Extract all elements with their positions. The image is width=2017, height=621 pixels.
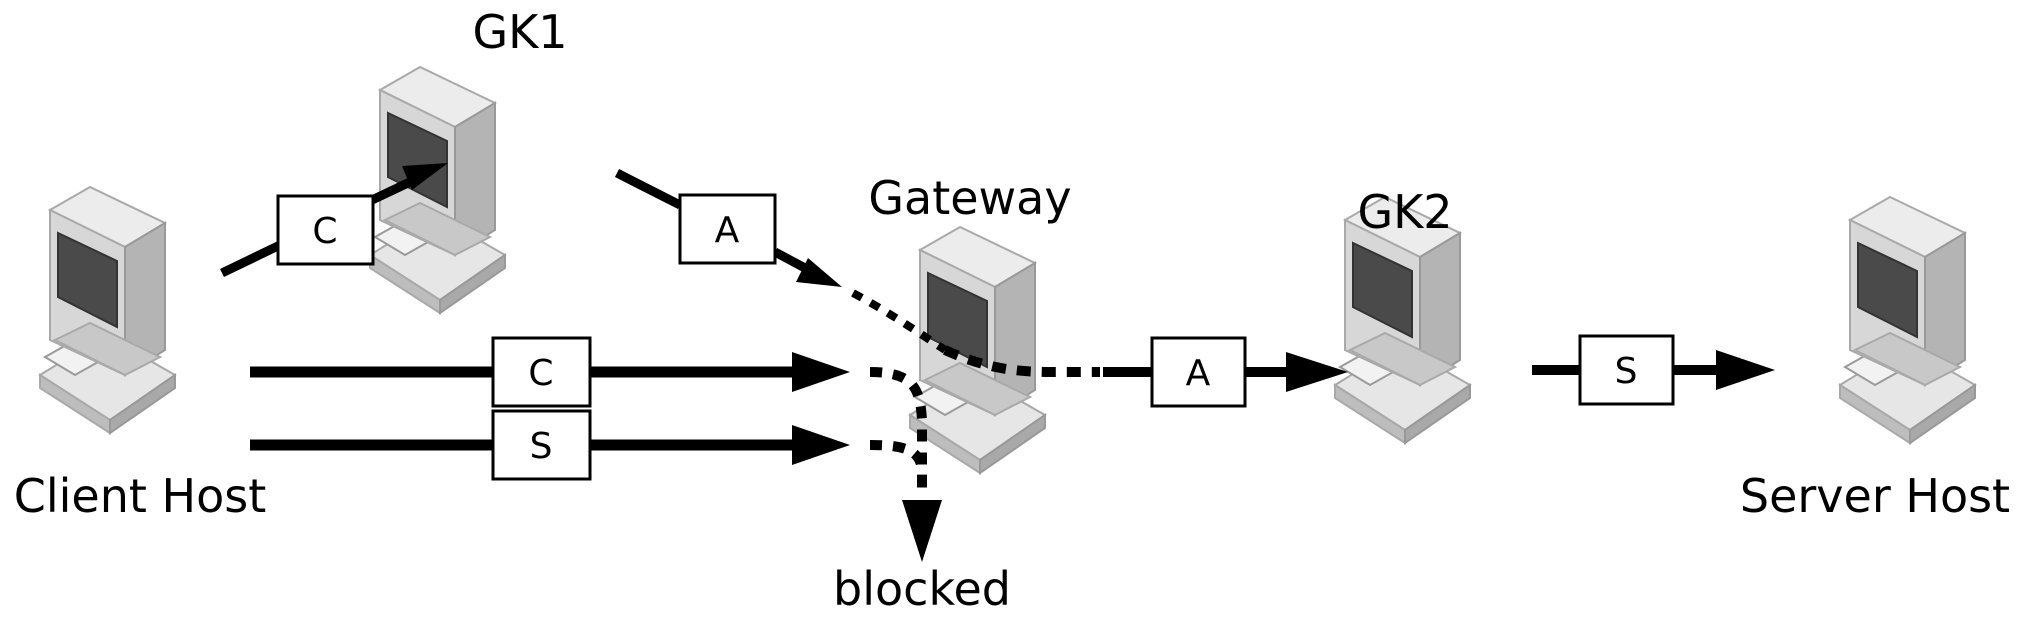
server-host-label: Server Host <box>1740 469 2010 523</box>
gk2-to-server-arrow <box>1532 350 1775 390</box>
packet-a-to-gateway: A <box>678 193 777 265</box>
gk1-label: GK1 <box>472 5 567 59</box>
gk1-to-gateway-arrow <box>614 168 948 354</box>
svg-text:C: C <box>528 353 553 394</box>
gateway-to-gk2-arrow <box>942 345 1348 392</box>
server-host-computer-icon <box>1839 196 1976 444</box>
gateway-computer-icon <box>909 226 1046 474</box>
svg-text:C: C <box>312 211 337 252</box>
packet-c-to-gk1: C <box>276 194 375 266</box>
client-to-gk1-arrow <box>220 163 448 278</box>
client-host-computer-icon <box>39 186 176 434</box>
blocked-label: blocked <box>833 562 1011 616</box>
svg-text:S: S <box>530 426 553 467</box>
svg-text:A: A <box>1186 353 1211 394</box>
client-c-direct-arrow <box>250 352 850 392</box>
packet-a-to-gk2: A <box>1150 336 1247 408</box>
packet-s-to-server: S <box>1578 334 1675 406</box>
svg-text:S: S <box>1615 351 1638 392</box>
blocked-paths <box>869 367 942 562</box>
gk2-label: GK2 <box>1357 185 1452 239</box>
gateway-label: Gateway <box>868 171 1071 225</box>
client-host-label: Client Host <box>14 469 267 523</box>
packet-s-direct: S <box>491 409 592 481</box>
packet-c-direct: C <box>491 336 592 408</box>
client-s-direct-arrow <box>250 425 850 465</box>
svg-text:A: A <box>715 210 740 251</box>
